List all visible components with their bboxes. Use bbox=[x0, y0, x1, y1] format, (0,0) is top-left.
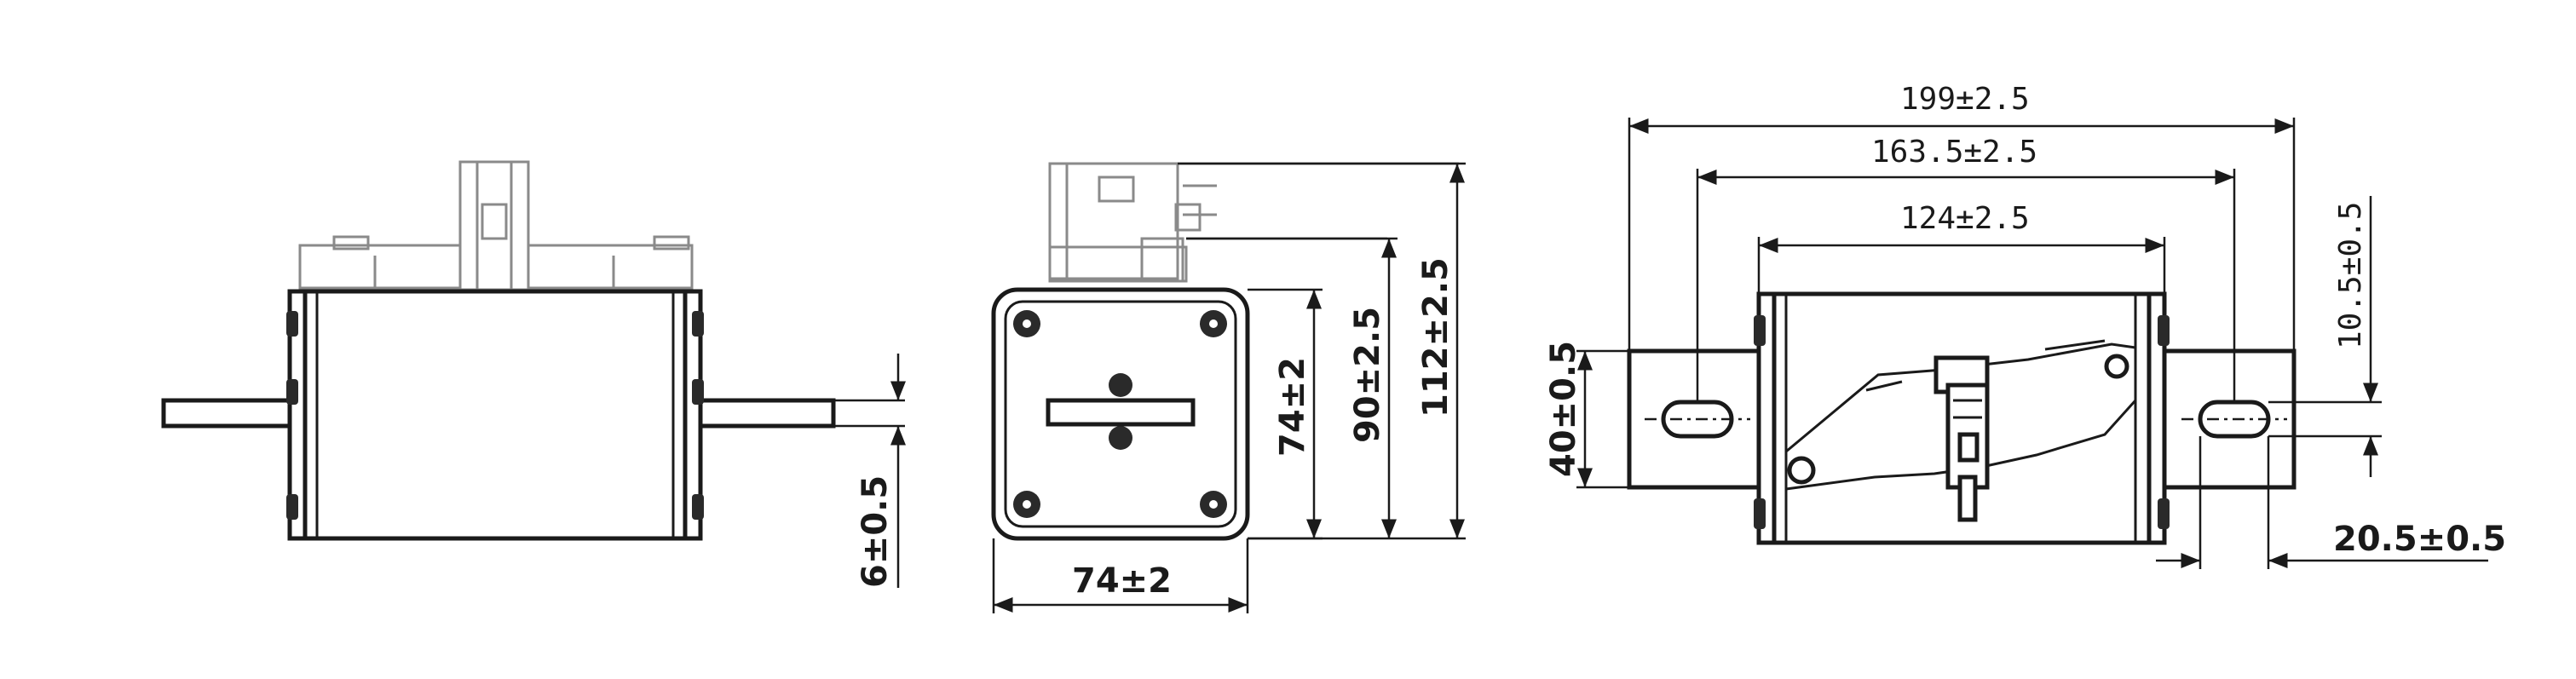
label-front-blade-thickness: 6±0.5 bbox=[856, 475, 895, 588]
front-body bbox=[303, 289, 688, 541]
top-view: 199±2.5 163.5±2.5 124±2.5 40±0.5 bbox=[1544, 82, 2506, 569]
label-top-body-length: 124±2.5 bbox=[1900, 201, 2030, 236]
top-indicator bbox=[1785, 339, 2137, 522]
dim-top-slot-length: 20.5±0.5 bbox=[2156, 436, 2506, 569]
dim-top-hole-spacing: 163.5±2.5 bbox=[1696, 135, 2236, 402]
label-side-height-to-contact: 90±2.5 bbox=[1348, 307, 1387, 443]
dim-top-slot-offset: 10.5±0.5 bbox=[2268, 196, 2382, 477]
front-top-contact bbox=[298, 160, 694, 291]
label-side-width: 74±2 bbox=[1072, 561, 1172, 601]
dim-top-blade-width: 40±0.5 bbox=[1544, 341, 1629, 489]
front-view: 6±0.5 bbox=[161, 160, 906, 588]
label-top-total-length: 199±2.5 bbox=[1900, 82, 2030, 117]
label-top-hole-spacing: 163.5±2.5 bbox=[1871, 135, 2037, 170]
dim-side-total-height: 112±2.5 bbox=[1178, 162, 1466, 540]
label-side-body-height: 74±2 bbox=[1273, 357, 1312, 457]
dim-top-total-length: 199±2.5 bbox=[1628, 82, 2296, 351]
dim-side-body-height: 74±2 bbox=[1248, 288, 1323, 540]
label-side-total-height: 112±2.5 bbox=[1416, 257, 1455, 417]
label-top-slot-length: 20.5±0.5 bbox=[2333, 520, 2506, 559]
side-blade bbox=[1046, 398, 1196, 427]
dim-side-height-to-contact: 90±2.5 bbox=[1186, 237, 1397, 540]
dim-top-body-length: 124±2.5 bbox=[1757, 201, 2166, 294]
label-top-slot-offset: 10.5±0.5 bbox=[2333, 202, 2368, 349]
label-top-blade-width: 40±0.5 bbox=[1544, 341, 1583, 477]
side-top-contact bbox=[1048, 162, 1459, 283]
dim-front-blade-thickness: 6±0.5 bbox=[835, 354, 906, 588]
side-view: 74±2 74±2 90±2.5 112±2.5 bbox=[991, 162, 1466, 613]
dim-side-width: 74±2 bbox=[992, 538, 1249, 613]
